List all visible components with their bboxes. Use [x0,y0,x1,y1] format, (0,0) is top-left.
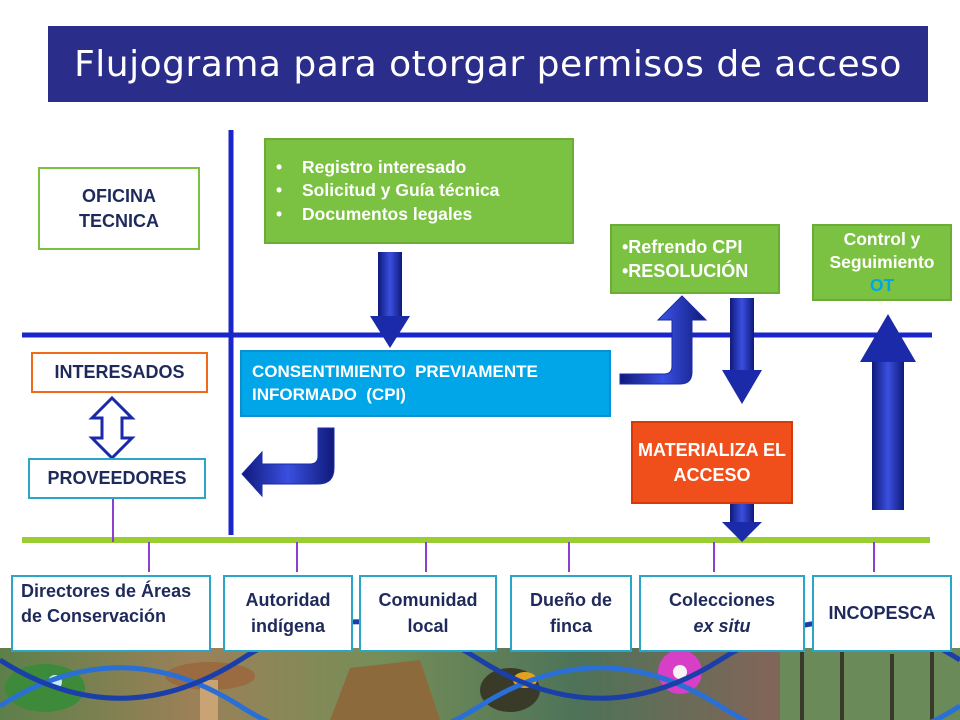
down-arrow-to-actors [722,504,762,542]
connector-colecciones [713,542,715,572]
materializa-box: MATERIALIZA EL ACCESO [631,421,793,504]
materializa-label: MATERIALIZA EL ACCESO [638,440,786,485]
double-arrow-icon [88,395,136,461]
up-arrow-to-control [860,314,916,510]
mangrove-image [780,648,960,720]
registro-item: Registro interesado [266,156,499,180]
control-box: Control y Seguimiento OT [812,224,952,301]
bent-arrow-to-refrendo [619,295,708,385]
down-arrow-to-cpi [370,252,410,348]
actor-comunidad: Comunidad local [359,575,497,652]
interesados-label: INTERESADOS [54,362,185,383]
actor-label: Colecciones [668,590,776,611]
registro-item: Documentos legales [266,203,499,227]
connector-dueno [568,542,570,572]
proveedores-label: PROVEEDORES [47,468,187,489]
control-label: Control y Seguimiento [829,229,935,273]
page-title: Flujograma para otorgar permisos de acce… [48,26,928,102]
registro-box: Registro interesado Solicitud y Guía téc… [264,138,574,244]
actor-label: Directores de Áreas de Conservación [21,581,192,627]
down-arrow-to-materializa [722,298,762,404]
cpi-box: CONSENTIMIENTO PREVIAMENTE INFORMADO (CP… [240,350,611,417]
actor-label: Comunidad local [378,590,478,636]
actor-dueno: Dueño de finca [510,575,632,652]
connector-directores [148,542,150,572]
refrendo-box: •Refrendo CPI •RESOLUCIÓN [610,224,780,294]
actor-directores: Directores de Áreas de Conservación [11,575,211,652]
actor-incopesca: INCOPESCA [812,575,952,652]
dna-helix-strand [0,665,960,720]
oficina-tecnica-label: OFICINA TECNICA [79,186,159,231]
control-ot-label: OT [869,274,895,295]
actor-label: Dueño de finca [529,590,612,636]
actor-label: Autoridad indígena [245,590,331,636]
registro-item: Solicitud y Guía técnica [266,179,499,203]
actor-label: INCOPESCA [828,602,936,623]
nature-photo-strip [0,619,960,720]
cpi-label: CONSENTIMIENTO PREVIAMENTE INFORMADO (CP… [252,361,543,404]
connector-comunidad [425,542,427,572]
refrendo-item: •RESOLUCIÓN [622,261,749,281]
actor-label-italic: ex situ [693,615,751,636]
hut-image [330,660,440,720]
actor-colecciones: Colecciones ex situ [639,575,805,652]
interesados-box: INTERESADOS [31,352,208,393]
actor-autoridad: Autoridad indígena [223,575,353,652]
registro-list: Registro interesado Solicitud y Guía téc… [266,156,499,227]
connector-autoridad [296,542,298,572]
connector-proveedores [112,498,114,542]
connector-incopesca [873,542,875,572]
oficina-tecnica-box: OFICINA TECNICA [38,167,200,250]
proveedores-box: PROVEEDORES [28,458,206,499]
refrendo-item: •Refrendo CPI [622,236,743,257]
bent-arrow-to-proveedores [241,427,335,498]
